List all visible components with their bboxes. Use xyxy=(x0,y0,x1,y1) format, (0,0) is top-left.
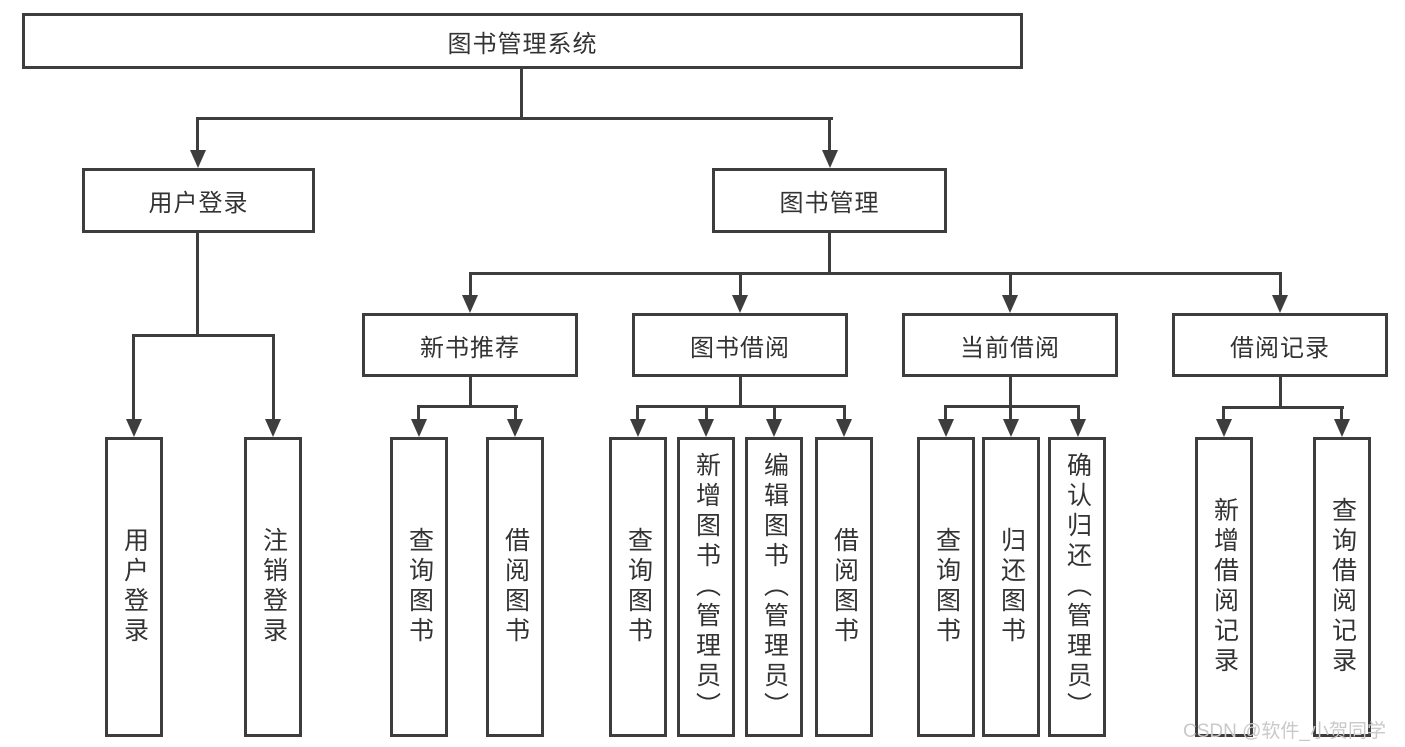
connector-leaf xyxy=(843,405,846,422)
arrow-down-icon xyxy=(1002,295,1018,313)
arrow-down-icon xyxy=(462,295,478,313)
connector-to-leaf-logout xyxy=(272,334,275,422)
arrow-down-icon xyxy=(126,419,142,437)
connector-book-mgmt-bar xyxy=(469,272,1282,275)
connector-leaf xyxy=(417,405,420,422)
connector-leaf xyxy=(705,405,708,422)
connector-new-book-stem xyxy=(469,377,472,407)
arrow-down-icon xyxy=(698,419,714,437)
connector-borrow-records-stem xyxy=(1279,377,1282,408)
connector-borrow-records-bar xyxy=(1222,406,1344,409)
connector-current-borrow-stem xyxy=(1009,377,1012,407)
leaf-add-borrow-record: 新增借阅记录 xyxy=(1195,437,1253,737)
connector-to-book-management xyxy=(828,117,831,153)
leaf-borrow-book-recommend: 借阅图书 xyxy=(486,437,544,737)
connector-leaf xyxy=(514,405,517,422)
connector-new-book-bar xyxy=(417,405,518,408)
connector-leaf xyxy=(1009,405,1012,422)
connector-root-bar xyxy=(196,117,833,120)
leaf-query-book-current: 查询图书 xyxy=(917,437,975,737)
arrow-down-icon xyxy=(1216,419,1232,437)
node-book-management: 图书管理 xyxy=(712,168,947,233)
leaf-edit-book-admin: 编辑图书（管理员） xyxy=(745,437,803,737)
leaf-user-login: 用户登录 xyxy=(105,437,163,737)
leaf-borrow-book: 借阅图书 xyxy=(815,437,873,737)
arrow-down-icon xyxy=(1334,419,1350,437)
connector-to-user-login xyxy=(196,117,199,153)
connector-leaf xyxy=(636,405,639,422)
leaf-logout: 注销登录 xyxy=(244,437,302,737)
connector-user-login-stem xyxy=(196,233,199,336)
arrow-down-icon xyxy=(190,150,206,168)
arrow-down-icon xyxy=(938,419,954,437)
leaf-return-book: 归还图书 xyxy=(982,437,1040,737)
node-user-login: 用户登录 xyxy=(82,168,315,233)
node-current-borrowing: 当前借阅 xyxy=(902,313,1118,377)
connector-root-stem xyxy=(520,68,523,119)
arrow-down-icon xyxy=(822,150,838,168)
connector-to-leaf-user-login xyxy=(132,334,135,422)
leaf-confirm-return-admin: 确认归还（管理员） xyxy=(1048,437,1106,737)
arrow-down-icon xyxy=(732,295,748,313)
node-root-library-system: 图书管理系统 xyxy=(22,13,1023,69)
leaf-query-book-borrowing: 查询图书 xyxy=(609,437,667,737)
connector-book-borrow-bar xyxy=(636,405,846,408)
arrow-down-icon xyxy=(836,419,852,437)
connector-to-borrow-records xyxy=(1279,272,1282,298)
node-book-borrowing: 图书借阅 xyxy=(632,313,848,377)
connector-leaf xyxy=(1077,405,1080,422)
arrow-down-icon xyxy=(411,419,427,437)
connector-leaf xyxy=(944,405,947,422)
leaf-query-book-recommend: 查询图书 xyxy=(390,437,448,737)
node-new-book-recommendation: 新书推荐 xyxy=(362,313,578,377)
connector-to-new-book xyxy=(469,272,472,298)
node-borrowing-records: 借阅记录 xyxy=(1172,313,1388,377)
arrow-down-icon xyxy=(1070,419,1086,437)
connector-user-login-bar xyxy=(132,334,275,337)
connector-leaf xyxy=(1222,406,1225,422)
leaf-query-borrow-record: 查询借阅记录 xyxy=(1313,437,1371,737)
connector-leaf xyxy=(1340,406,1343,422)
leaf-add-book-admin: 新增图书（管理员） xyxy=(677,437,735,737)
connector-current-borrow-bar xyxy=(944,405,1080,408)
connector-book-mgmt-stem xyxy=(828,233,831,274)
arrow-down-icon xyxy=(265,419,281,437)
arrow-down-icon xyxy=(1272,295,1288,313)
connector-to-current-borrow xyxy=(1009,272,1012,298)
arrow-down-icon xyxy=(1003,419,1019,437)
connector-leaf xyxy=(773,405,776,422)
arrow-down-icon xyxy=(507,419,523,437)
csdn-watermark: CSDN @软件_小贺同学 xyxy=(1183,721,1386,742)
arrow-down-icon xyxy=(630,419,646,437)
connector-to-book-borrow xyxy=(739,272,742,298)
arrow-down-icon xyxy=(766,419,782,437)
connector-book-borrow-stem xyxy=(739,377,742,407)
